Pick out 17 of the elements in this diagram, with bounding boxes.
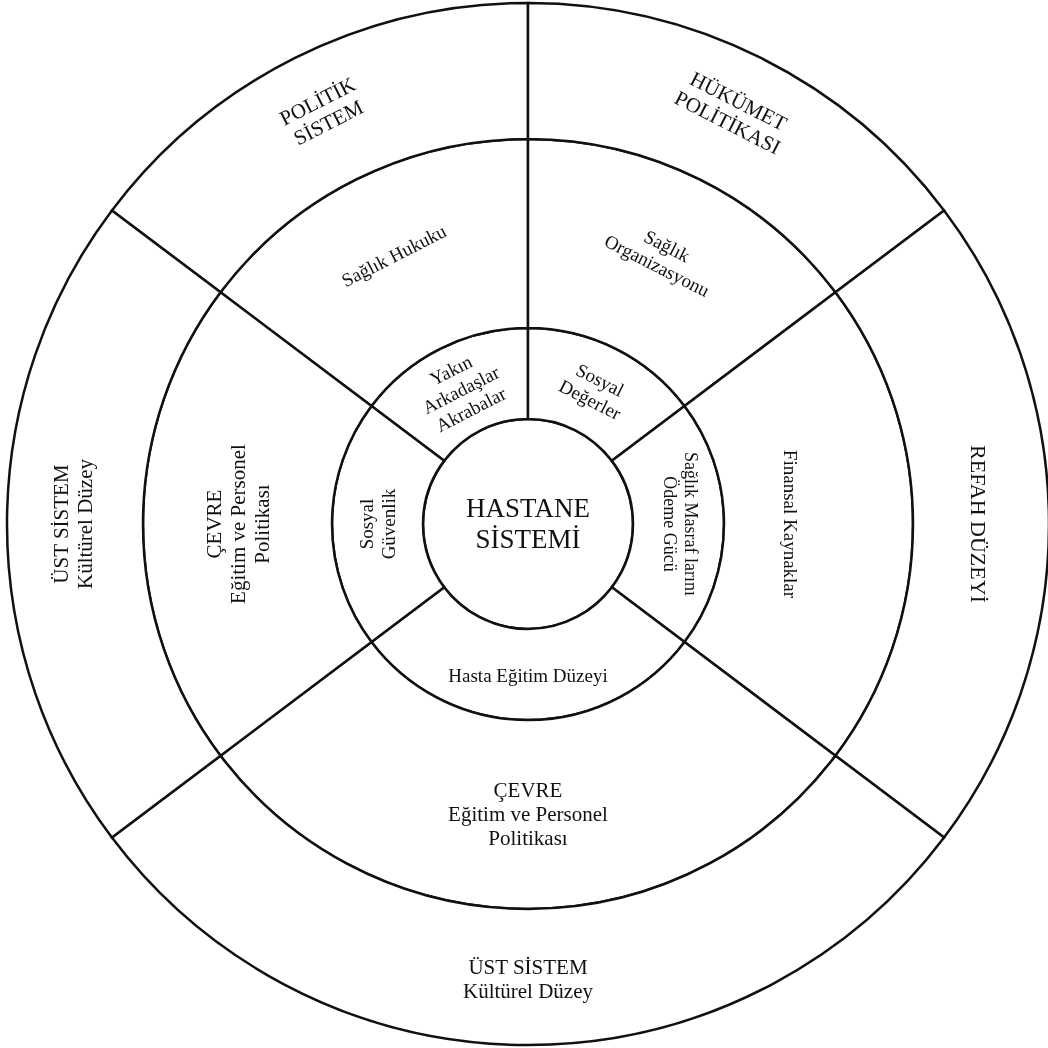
segment-heading: ÇEVRE bbox=[492, 777, 564, 802]
segment-label: Finansal Kaynaklar bbox=[779, 448, 801, 601]
segment-heading: ÇEVRE bbox=[201, 488, 226, 561]
segment-label: Hasta Eğitim Düzeyi bbox=[447, 665, 609, 687]
segment-label: Eğitim ve Personel Politikası bbox=[225, 443, 275, 606]
ring-segment bbox=[370, 585, 686, 721]
segment-label: HASTANE SİSTEMİ bbox=[465, 492, 591, 556]
segment-label: REFAH DÜZEYİ bbox=[965, 444, 991, 605]
ring-segment bbox=[834, 209, 1048, 839]
segment-heading: ÜST SİSTEM bbox=[467, 954, 589, 979]
segment-label: Sağlık Masraf larını Ödeme Gücü bbox=[659, 451, 701, 598]
segment-heading: ÜST SİSTEM bbox=[48, 463, 73, 586]
segment-label: Eğitim ve Personel Politikası bbox=[447, 801, 609, 851]
segment-label: Kültürel Düzey bbox=[461, 979, 594, 1004]
segment-label: Kültürel Düzey bbox=[73, 458, 98, 592]
ring-segment bbox=[110, 1, 530, 294]
segment-label: Sosyal Güvenlik bbox=[356, 487, 400, 562]
